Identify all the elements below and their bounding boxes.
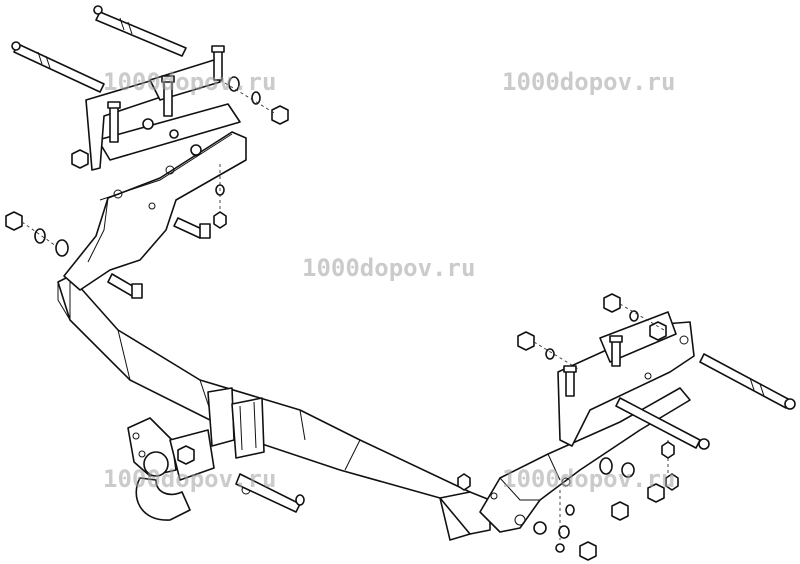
bolt-vertical-3 bbox=[211, 45, 225, 81]
long-bolt-right bbox=[699, 353, 796, 410]
nut-center-left bbox=[177, 445, 305, 506]
nuts-washers-left bbox=[5, 76, 289, 257]
bolt-vertical-1 bbox=[107, 101, 121, 143]
crossbar-beam bbox=[57, 275, 491, 541]
bolt-left-2 bbox=[107, 273, 143, 299]
bolt-left-1 bbox=[173, 217, 211, 239]
long-bolt-top-2 bbox=[11, 41, 105, 93]
left-side-bracket bbox=[63, 59, 247, 291]
beam-clamp-left bbox=[207, 387, 265, 459]
nuts-washers-right bbox=[457, 293, 679, 561]
bolt-vertical-2 bbox=[161, 75, 175, 117]
tow-ball-assembly bbox=[127, 417, 301, 521]
long-bolt-top-1 bbox=[93, 5, 187, 57]
long-bolt-right-2 bbox=[615, 397, 710, 450]
bolt-vertical-right bbox=[563, 335, 623, 397]
